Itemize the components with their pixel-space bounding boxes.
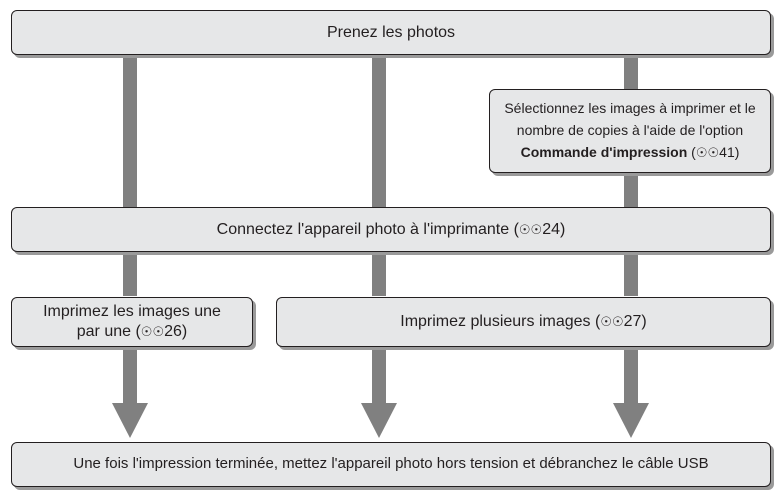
arrow-head-left: [112, 403, 148, 438]
step-finish-label: Une fois l'impression terminée, mettez l…: [73, 455, 709, 473]
page-reference: 24: [542, 220, 561, 238]
reference-binoculars-icon: ☉☉: [695, 145, 720, 161]
step-take-photos-label: Prenez les photos: [326, 23, 456, 41]
step-connect-printer: Connectez l'appareil photo à l'imprimant…: [11, 207, 771, 252]
page-reference: 27: [623, 313, 642, 330]
step-select-images-line1: Sélectionnez les images à imprimer et le: [504, 100, 756, 117]
page-reference: 41: [719, 143, 735, 160]
arrow-head-middle: [361, 403, 397, 438]
page-reference: 26: [164, 323, 182, 340]
arrow-shaft-right-bottom: [624, 347, 638, 405]
reference-binoculars-icon: ☉☉: [600, 315, 624, 330]
reference-binoculars-icon: ☉☉: [140, 325, 165, 340]
arrow-shaft-middle-top: [372, 56, 386, 296]
step-print-one-line2: par une (: [76, 323, 141, 340]
step-print-multiple: Imprimez plusieurs images (☉☉27): [276, 297, 771, 347]
arrow-head-right: [613, 403, 649, 438]
step-print-one-by-one: Imprimez les images une par une (☉☉26): [11, 297, 253, 347]
reference-binoculars-icon: ☉☉: [518, 222, 543, 238]
step-print-multiple-label: Imprimez plusieurs images (: [400, 313, 601, 330]
print-order-option-label: Commande d'impression: [520, 143, 688, 160]
step-finish: Une fois l'impression terminée, mettez l…: [11, 442, 771, 487]
arrow-shaft-middle-bottom: [372, 347, 386, 405]
step-connect-printer-label: Connectez l'appareil photo à l'imprimant…: [216, 220, 519, 238]
step-take-photos: Prenez les photos: [11, 10, 771, 55]
arrow-shaft-left-bottom: [123, 347, 137, 405]
step-select-images-line2: nombre de copies à l'aide de l'option: [516, 121, 744, 138]
step-select-images: Sélectionnez les images à imprimer et le…: [489, 89, 771, 173]
step-print-one-line1: Imprimez les images une: [43, 303, 221, 320]
arrow-shaft-left-top: [123, 56, 137, 296]
